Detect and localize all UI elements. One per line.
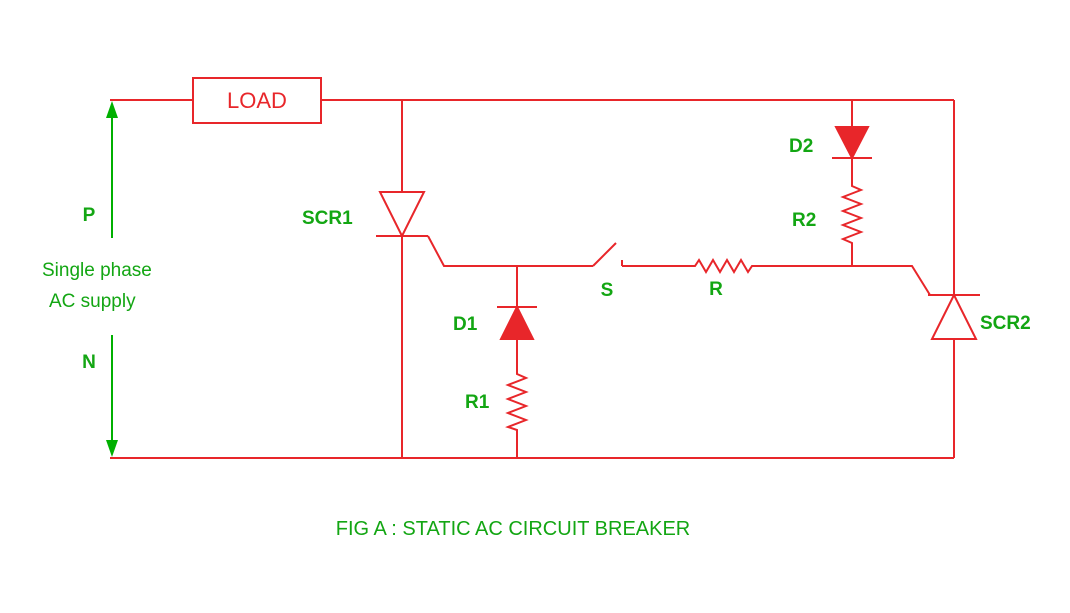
load-component: LOAD	[192, 77, 322, 124]
r-label: R	[709, 279, 723, 300]
r2-resistor	[840, 182, 864, 247]
wiring	[110, 99, 955, 459]
n-arrow-head	[106, 440, 118, 457]
d1-triangle	[499, 304, 535, 340]
scr1-triangle	[378, 191, 426, 239]
d1-symbol	[497, 304, 537, 340]
supply-label-line2: AC supply	[49, 291, 136, 312]
load-label: LOAD	[227, 88, 287, 113]
switch-s-symbol	[592, 242, 623, 267]
scr2-gate-lead	[852, 265, 931, 296]
scr2-triangle	[930, 292, 978, 340]
d2-symbol	[832, 126, 872, 161]
figure-caption: FIG A : STATIC AC CIRCUIT BREAKER	[336, 518, 691, 540]
supply-label-line1: Single phase	[42, 260, 152, 281]
supply-arrow	[106, 101, 118, 457]
r2-label: R2	[792, 210, 816, 231]
p-label: P	[83, 205, 96, 226]
r-resistor	[691, 258, 756, 274]
switch-blade	[592, 242, 617, 267]
scr1-label: SCR1	[302, 208, 353, 229]
scr2-label: SCR2	[980, 313, 1031, 334]
r1-label: R1	[465, 392, 490, 413]
load-box	[192, 77, 322, 124]
scr1-gate-lead	[427, 235, 517, 267]
n-label: N	[82, 352, 96, 373]
scr1-symbol	[376, 191, 428, 239]
d1-label: D1	[453, 314, 478, 335]
d2-label: D2	[789, 136, 813, 157]
scr2-symbol	[928, 292, 980, 340]
d2-triangle	[834, 126, 870, 161]
r1-resistor	[505, 370, 529, 434]
p-arrow-head	[106, 101, 118, 118]
s-label: S	[601, 280, 614, 301]
